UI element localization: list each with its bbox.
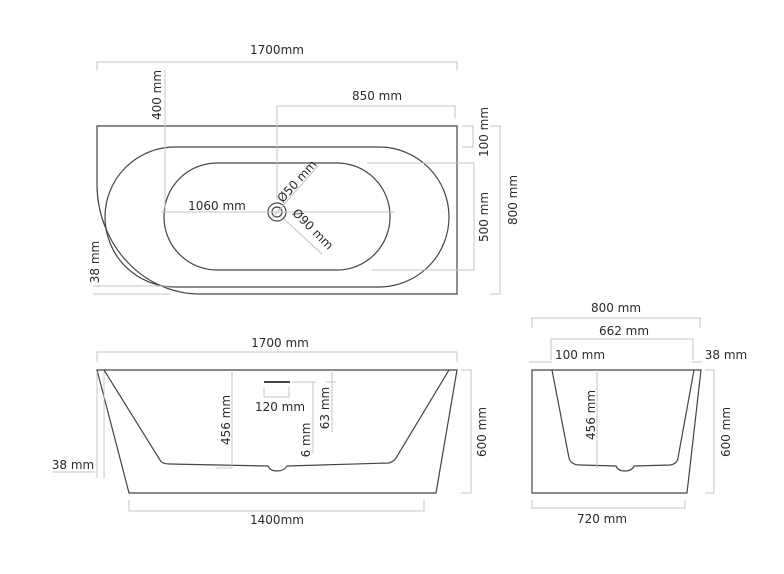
dim-line-length (96, 61, 458, 70)
tub-outline-end (531, 369, 702, 494)
dim-label-63: 63 mm (318, 387, 332, 429)
dim-line-100 (462, 125, 474, 148)
dim-line-side-38 (53, 372, 105, 478)
dim-line-side-length (96, 351, 458, 362)
dim-label-end-38: 38 mm (705, 348, 747, 362)
dim-label-side-600: 600 mm (475, 407, 489, 457)
dim-label-d50: Ø50 mm (274, 157, 319, 205)
dim-label-end-600: 600 mm (719, 407, 733, 457)
dim-label-400: 400 mm (150, 70, 164, 120)
end-view: 800 mm 662 mm 100 mm 38 mm 600 mm 456 mm… (529, 301, 747, 526)
dim-label-800: 800 mm (506, 175, 520, 225)
dim-line-800 (490, 125, 501, 295)
basin-profile-side (103, 369, 450, 472)
dim-label-720: 720 mm (577, 512, 627, 526)
dim-label-38-top: 38 mm (88, 241, 102, 283)
dim-label-6: 6 mm (299, 423, 313, 458)
dim-line-720 (531, 500, 686, 509)
dim-line-side-600 (461, 369, 472, 494)
dim-label-120: 120 mm (255, 400, 305, 414)
tub-outline-top (96, 125, 458, 295)
dim-label-500: 500 mm (477, 192, 491, 242)
dim-line-6 (292, 381, 316, 453)
dim-line-662 (550, 338, 694, 360)
dim-label-top-length: 1700mm (250, 43, 304, 57)
dim-label-850: 850 mm (352, 89, 402, 103)
dim-label-side-456: 456 mm (219, 395, 233, 445)
dim-label-662: 662 mm (599, 324, 649, 338)
dim-label-end-800: 800 mm (591, 301, 641, 315)
dim-line-end-600 (705, 369, 715, 494)
side-view: 1700 mm 1400mm 600 mm 456 mm 120 mm 6 mm… (52, 336, 489, 527)
dim-label-1060: 1060 mm (188, 199, 246, 213)
dim-line-d90 (283, 218, 323, 255)
tub-outline-side (96, 369, 458, 494)
dim-line-38-top (93, 285, 170, 295)
dim-label-100: 100 mm (477, 107, 491, 157)
dim-line-1400 (128, 500, 425, 512)
dim-line-63 (326, 370, 336, 432)
dim-label-end-100: 100 mm (555, 348, 605, 362)
dim-line-end-800 (531, 317, 701, 328)
dim-label-1400: 1400mm (250, 513, 304, 527)
dim-label-end-456: 456 mm (584, 390, 598, 440)
dim-line-side-456 (216, 370, 233, 469)
dim-label-side-38: 38 mm (52, 458, 94, 472)
dim-line-500 (367, 162, 475, 271)
dim-line-850 (276, 105, 456, 200)
top-view: 1700mm 400 mm 850 mm 100 mm 500 mm 800 m… (88, 43, 520, 295)
overflow-box (263, 387, 290, 398)
dim-label-side-length: 1700 mm (251, 336, 309, 350)
dim-line-d50 (271, 165, 319, 219)
basin-profile-end (551, 369, 695, 472)
